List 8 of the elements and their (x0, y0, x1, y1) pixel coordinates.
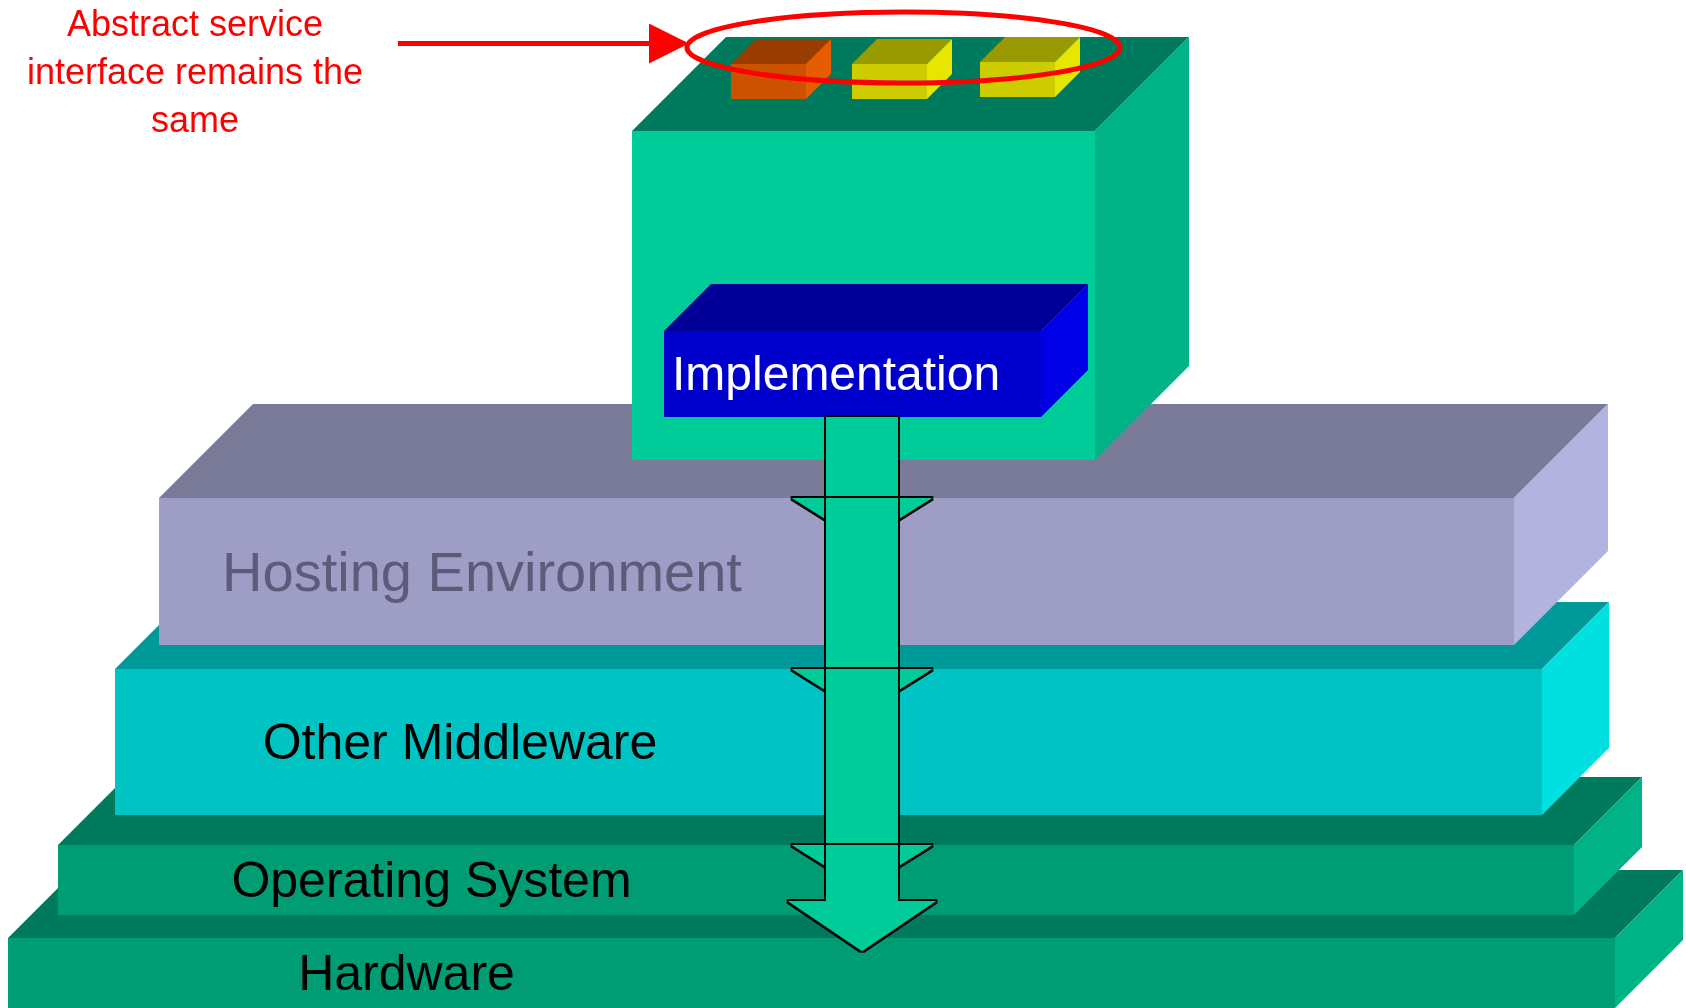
highlight-ellipse (684, 9, 1123, 86)
layer-label: Operating System (231, 855, 632, 905)
component-label: Implementation (672, 350, 1001, 398)
block-arrow (788, 845, 936, 951)
layer-label: Other Middleware (262, 717, 658, 767)
layer-label: Hardware (298, 948, 515, 998)
arrow (398, 23, 689, 64)
annotation-text: Abstract service interface remains the same (0, 0, 390, 150)
